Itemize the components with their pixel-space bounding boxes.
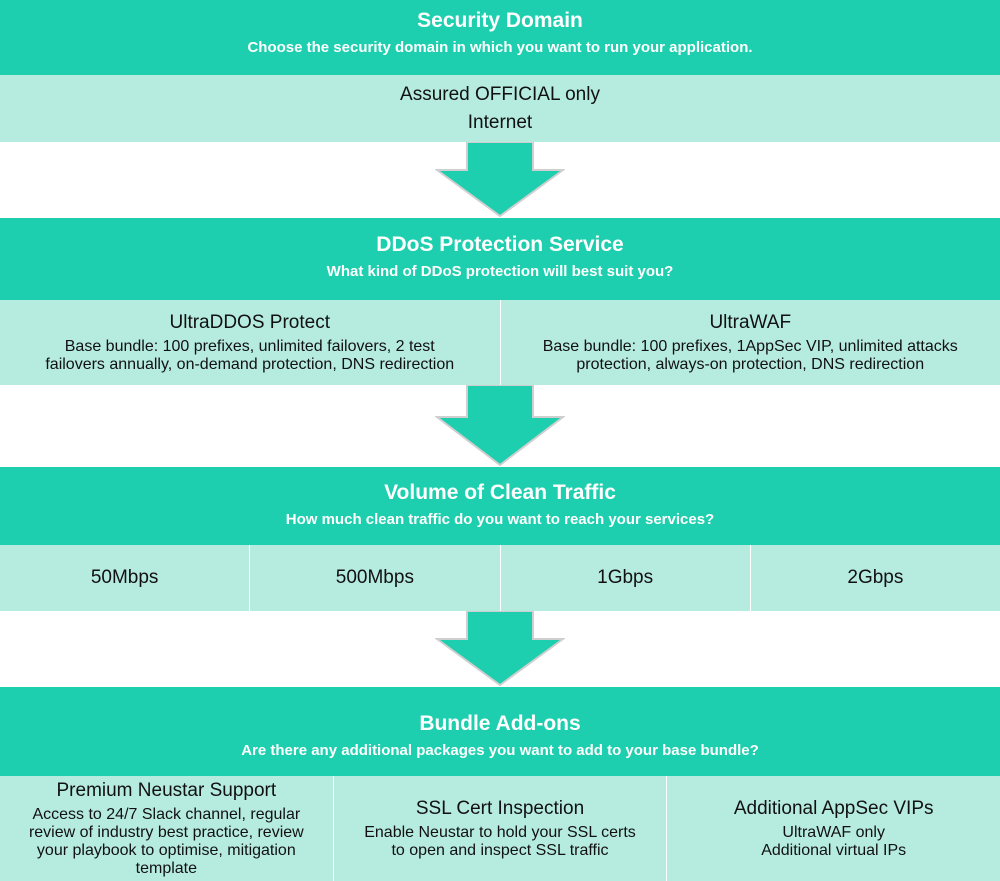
option-name: 500Mbps bbox=[335, 567, 414, 588]
option-ultraddos-protect[interactable]: UltraDDOS Protect Base bundle: 100 prefi… bbox=[0, 300, 500, 385]
clean-traffic-subtitle: How much clean traffic do you want to re… bbox=[285, 511, 715, 528]
option-ultrawaf[interactable]: UltraWAF Base bundle: 100 prefixes, 1App… bbox=[499, 300, 1000, 385]
security-domain-options: Assured OFFICIAL only Internet bbox=[0, 75, 1000, 142]
option-50mbps[interactable]: 50Mbps bbox=[0, 545, 249, 611]
ddos-protection-subtitle: What kind of DDoS protection will best s… bbox=[326, 263, 674, 280]
option-name: Additional AppSec VIPs bbox=[733, 797, 934, 819]
option-2gbps[interactable]: 2Gbps bbox=[749, 545, 1000, 611]
option-description: Base bundle: 100 prefixes, unlimited fai… bbox=[45, 337, 455, 373]
option-internet[interactable]: Internet bbox=[467, 111, 533, 133]
security-domain-header: Security Domain Choose the security doma… bbox=[0, 0, 1000, 75]
clean-traffic-title: Volume of Clean Traffic bbox=[384, 481, 616, 504]
option-description: Enable Neustar to hold your SSL certs to… bbox=[364, 823, 636, 859]
option-name: UltraDDOS Protect bbox=[169, 311, 330, 333]
option-description: Base bundle: 100 prefixes, 1AppSec VIP, … bbox=[542, 337, 958, 373]
option-additional-appsec-vips[interactable]: Additional AppSec VIPs UltraWAF only Add… bbox=[666, 776, 1000, 881]
bundle-addons-options: Premium Neustar Support Access to 24/7 S… bbox=[0, 776, 1000, 881]
option-name: 50Mbps bbox=[90, 567, 159, 588]
ddos-protection-title: DDoS Protection Service bbox=[376, 233, 624, 256]
option-name: UltraWAF bbox=[709, 311, 792, 333]
bundle-addons-title: Bundle Add-ons bbox=[419, 712, 581, 735]
ddos-protection-options: UltraDDOS Protect Base bundle: 100 prefi… bbox=[0, 300, 1000, 385]
option-name: 1Gbps bbox=[597, 567, 654, 588]
bundle-addons-header: Bundle Add-ons Are there any additional … bbox=[0, 687, 1000, 776]
clean-traffic-options: 50Mbps 500Mbps 1Gbps 2Gbps bbox=[0, 545, 1000, 611]
arrow-down-icon bbox=[435, 142, 565, 218]
option-1gbps[interactable]: 1Gbps bbox=[499, 545, 750, 611]
option-name: 2Gbps bbox=[847, 567, 904, 588]
arrow-down-icon bbox=[435, 385, 565, 467]
bundle-addons-subtitle: Are there any additional packages you wa… bbox=[241, 742, 759, 759]
option-assured-official[interactable]: Assured OFFICIAL only bbox=[400, 83, 600, 105]
option-500mbps[interactable]: 500Mbps bbox=[249, 545, 499, 611]
option-premium-neustar-support[interactable]: Premium Neustar Support Access to 24/7 S… bbox=[0, 776, 333, 881]
security-domain-title: Security Domain bbox=[417, 9, 583, 32]
option-name: SSL Cert Inspection bbox=[415, 797, 585, 819]
security-domain-option-list: Assured OFFICIAL only Internet bbox=[0, 75, 1000, 142]
arrow-down-icon bbox=[435, 611, 565, 687]
option-description: Access to 24/7 Slack channel, regular re… bbox=[28, 805, 304, 877]
security-domain-subtitle: Choose the security domain in which you … bbox=[247, 39, 753, 56]
ddos-protection-header: DDoS Protection Service What kind of DDo… bbox=[0, 218, 1000, 300]
option-ssl-cert-inspection[interactable]: SSL Cert Inspection Enable Neustar to ho… bbox=[332, 776, 667, 881]
option-description: UltraWAF only Additional virtual IPs bbox=[761, 823, 907, 859]
clean-traffic-header: Volume of Clean Traffic How much clean t… bbox=[0, 467, 1000, 545]
option-name: Premium Neustar Support bbox=[56, 779, 277, 801]
